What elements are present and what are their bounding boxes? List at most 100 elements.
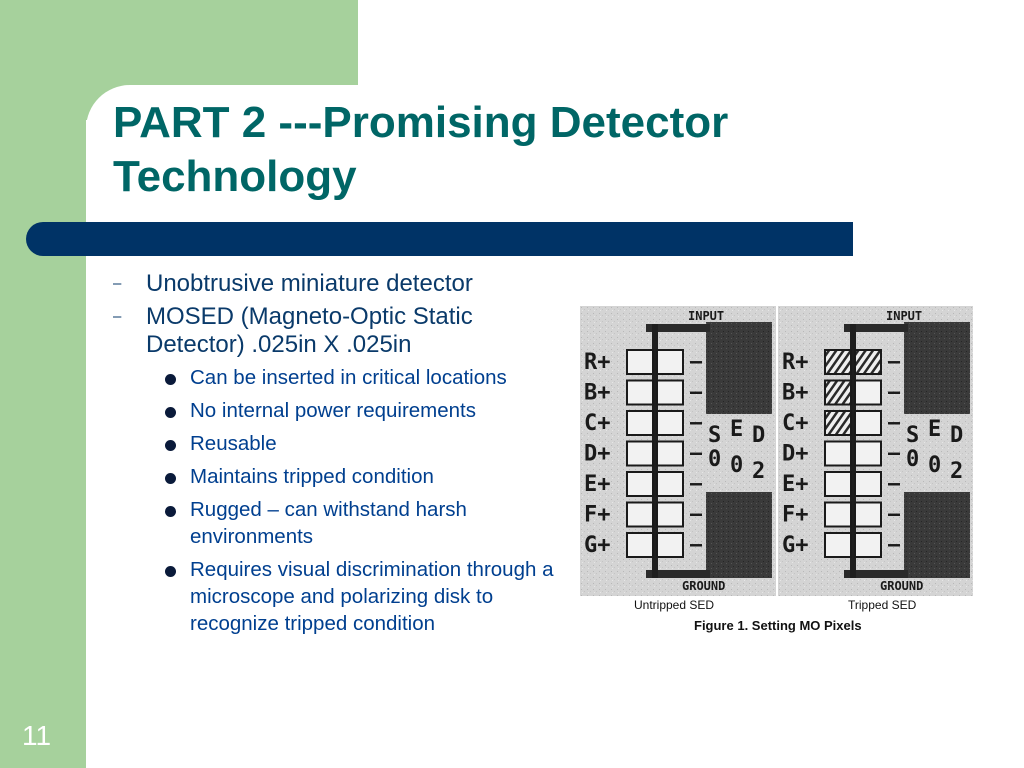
input-label: INPUT (886, 309, 922, 323)
pixel-cell (626, 501, 654, 528)
minus-label: – (888, 502, 901, 526)
center-bus (850, 324, 856, 578)
pixel-cell (656, 501, 684, 528)
sub-list-item-text: Reusable (190, 432, 277, 455)
pixel-cell (854, 379, 882, 406)
row-label: D+ (584, 442, 611, 467)
row-label: C+ (782, 411, 809, 436)
pixel-cell (656, 471, 684, 497)
pixel-cell (656, 379, 684, 406)
sed-letter: S (708, 423, 721, 448)
row-label: F+ (782, 503, 809, 528)
sed-digit: 0 (928, 453, 941, 478)
pixel-cell (824, 532, 852, 558)
caption-untripped: Untripped SED (634, 598, 715, 612)
title-divider-bar (26, 222, 853, 256)
pixel-cell (626, 379, 654, 406)
row-label: B+ (782, 381, 809, 406)
input-trace (646, 324, 710, 332)
sub-list-item: No internal power requirements (113, 397, 573, 424)
row-label: R+ (782, 350, 809, 375)
sub-list-item-text: Rugged – can withstand harsh environment… (190, 498, 467, 548)
minus-label: – (888, 410, 901, 434)
slide-title: PART 2 ---Promising Detector Technology (113, 96, 873, 204)
sub-list-item: Reusable (113, 430, 573, 457)
pixel-cell (854, 410, 882, 436)
bullet-dot-icon (165, 374, 176, 385)
pixel-cell (854, 471, 882, 497)
pixel-cell (626, 532, 654, 558)
minus-label: – (888, 349, 901, 373)
minus-label: – (690, 532, 703, 556)
minus-label: – (690, 441, 703, 465)
ground-label: GROUND (880, 579, 923, 593)
sub-list-item: Requires visual discrimination through a… (113, 556, 573, 637)
row-label: G+ (782, 533, 809, 558)
sed-letter: S (906, 423, 919, 448)
left-green-band (0, 0, 86, 768)
sub-list-item: Maintains tripped condition (113, 463, 573, 490)
pixel-cell (656, 532, 684, 558)
pixel-cell (626, 440, 654, 467)
bullet-dot-icon (165, 566, 176, 577)
sed-digit: 0 (708, 447, 721, 472)
bullet-dot-icon (165, 473, 176, 484)
title-line-2: Technology (113, 152, 357, 201)
center-bus (652, 324, 658, 578)
minus-label: – (690, 349, 703, 373)
minus-label: – (690, 410, 703, 434)
row-label: E+ (782, 472, 809, 497)
minus-label: – (888, 532, 901, 556)
pixel-cell (626, 349, 654, 375)
pixel-cell (626, 410, 654, 436)
sed-digit: 2 (950, 459, 963, 484)
sed-letter: D (752, 423, 765, 448)
input-label: INPUT (688, 309, 724, 323)
input-pad (706, 322, 772, 414)
list-item-text: Unobtrusive miniature detector (146, 270, 473, 297)
row-label: C+ (584, 411, 611, 436)
sub-list-item-text: Requires visual discrimination through a… (190, 558, 554, 635)
bullet-list: – Unobtrusive miniature detector – MOSED… (113, 270, 573, 643)
ground-pad (904, 492, 970, 578)
ground-trace (646, 570, 710, 578)
sub-list-item: Can be inserted in critical locations (113, 364, 573, 391)
title-line-1: PART 2 ---Promising Detector (113, 98, 729, 147)
sub-list-item-text: No internal power requirements (190, 399, 476, 422)
list-item: – MOSED (Magneto-Optic Static Detector) … (113, 303, 573, 359)
input-pad (904, 322, 970, 414)
list-item-text: MOSED (Magneto-Optic Static Detector) .0… (146, 303, 473, 358)
minus-label: – (888, 471, 901, 495)
minus-label: – (888, 441, 901, 465)
sub-list-item: Rugged – can withstand harsh environment… (113, 496, 573, 550)
minus-label: – (888, 380, 901, 404)
caption-tripped: Tripped SED (848, 598, 917, 612)
pixel-cell (656, 410, 684, 436)
row-label: E+ (584, 472, 611, 497)
row-label: B+ (584, 381, 611, 406)
pixel-cell (656, 440, 684, 467)
row-label: D+ (782, 442, 809, 467)
pixel-cell (656, 349, 684, 375)
sed-digit: 0 (730, 453, 743, 478)
ground-label: GROUND (682, 579, 725, 593)
pixel-cell (824, 471, 852, 497)
input-trace (844, 324, 908, 332)
bullet-dot-icon (165, 506, 176, 517)
sub-list-item-text: Maintains tripped condition (190, 465, 434, 488)
pixel-cell (824, 501, 852, 528)
row-label: R+ (584, 350, 611, 375)
pixel-cell (854, 440, 882, 467)
sed-letter: E (730, 417, 743, 442)
minus-label: – (690, 502, 703, 526)
page-number: 11 (22, 720, 52, 751)
figure-caption: Figure 1. Setting MO Pixels (694, 618, 862, 633)
sed-digit: 2 (752, 459, 765, 484)
minus-label: – (690, 471, 703, 495)
pixel-cell (824, 410, 852, 436)
pixel-cell (626, 471, 654, 497)
